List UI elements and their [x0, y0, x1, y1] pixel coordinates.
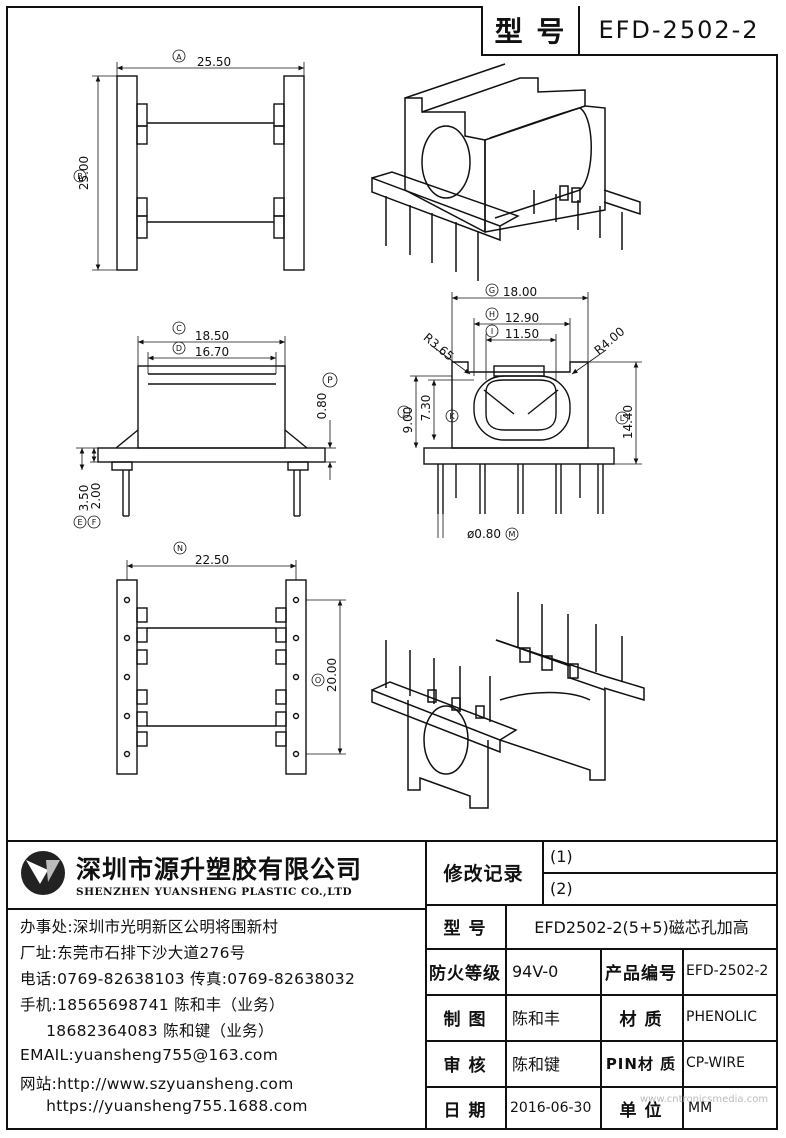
phone-fax: 电话:0769-82638103 传真:0769-82638032	[20, 970, 356, 988]
dim-d-value: 16.70	[195, 345, 229, 359]
dim-f-value: 2.00	[89, 483, 103, 510]
company-name-cn: 深圳市源升塑胶有限公司	[76, 855, 363, 884]
technical-drawing: A 25.50 25.00 B C 18.50 D 16.70 P 0.80 3…	[73, 49, 645, 809]
dim-n-value: 22.50	[195, 553, 229, 567]
product-no-label: 产品编号	[605, 963, 677, 984]
iso-view-top	[371, 63, 641, 281]
drawn-by-value: 陈和丰	[512, 1009, 561, 1028]
watermark: www.cntronicsmedia.com	[640, 1094, 769, 1105]
dim-a-tag: A	[176, 53, 182, 62]
dim-a-value: 25.50	[197, 55, 231, 69]
model-value-table: EFD2502-2(5+5)磁芯孔加高	[534, 918, 749, 937]
factory-address: 厂址:东莞市石排下沙大道276号	[20, 944, 246, 962]
revision-2: (2)	[550, 878, 573, 898]
model-label: 型 号	[494, 15, 567, 48]
dim-c-tag: C	[176, 324, 182, 333]
dim-i-tag: I	[491, 327, 493, 336]
pin-material-label: PIN材 质	[605, 1054, 677, 1073]
dim-g-value: 18.00	[503, 285, 537, 299]
revision-label: 修改记录	[443, 862, 524, 885]
email: EMAIL:yuansheng755@163.com	[20, 1046, 279, 1064]
model-value: EFD-2502-2	[598, 16, 760, 44]
model-label-table: 型 号	[443, 918, 487, 939]
revision-1: (1)	[550, 846, 573, 866]
dim-e-value: 3.50	[77, 485, 91, 512]
mobile-1: 手机:18565698741 陈和丰（业务）	[20, 996, 285, 1014]
dim-m-value: ø0.80	[467, 527, 501, 541]
company-logo	[21, 851, 65, 895]
dim-l-value: 14.40	[621, 405, 635, 439]
dim-o-value: 20.00	[325, 658, 339, 692]
dim-j-tag: J	[402, 408, 405, 417]
dim-l-tag: L	[620, 414, 625, 423]
dim-j-value: 9.00	[401, 407, 415, 434]
dim-b-tag: B	[77, 172, 83, 181]
front-view	[410, 292, 642, 538]
company-name-en: SHENZHEN YUANSHENG PLASTIC CO.,LTD	[76, 886, 353, 898]
material-label: 材 质	[619, 1009, 663, 1030]
fire-rating-value: 94V-0	[512, 961, 559, 981]
dim-f-tag: F	[92, 518, 97, 527]
unit-value: MM	[688, 1100, 713, 1116]
drawn-by-label: 制 图	[443, 1009, 487, 1030]
iso-view-bottom	[371, 592, 645, 809]
dim-p-value: 0.80	[315, 393, 329, 420]
dim-k-value: 7.30	[419, 395, 433, 422]
radius-right-label: R4.00	[591, 324, 627, 357]
side-view	[76, 336, 336, 517]
top-view	[92, 62, 305, 271]
date-value: 2016-06-30	[510, 1100, 592, 1116]
dim-g-tag: G	[489, 286, 495, 295]
dim-c-value: 18.50	[195, 329, 229, 343]
dim-h-tag: H	[489, 310, 495, 319]
material-value: PHENOLIC	[686, 1009, 758, 1025]
dim-m-tag: M	[509, 530, 516, 539]
radius-left-label: R3.65	[421, 330, 457, 363]
bottom-view	[116, 560, 346, 775]
dim-e-tag: E	[77, 518, 82, 527]
website-2[interactable]: https://yuansheng755.1688.com	[20, 1097, 308, 1115]
dim-i-value: 11.50	[505, 327, 539, 341]
fire-rating-label: 防火等级	[429, 963, 501, 984]
dim-d-tag: D	[176, 344, 182, 353]
checked-by-label: 审 核	[443, 1055, 487, 1076]
dim-p-tag: P	[327, 376, 333, 386]
product-no-value: EFD-2502-2	[686, 963, 769, 979]
mobile-2: 18682364083 陈和键（业务）	[20, 1022, 274, 1040]
dim-n-tag: N	[177, 544, 183, 553]
office-address: 办事处:深圳市光明新区公明将围新村	[20, 918, 279, 936]
checked-by-value: 陈和键	[512, 1055, 561, 1074]
title-block: 型 号 EFD-2502-2	[481, 6, 778, 56]
date-label: 日 期	[443, 1100, 487, 1121]
dim-h-value: 12.90	[505, 311, 539, 325]
unit-label: 单 位	[619, 1100, 663, 1121]
drawing-sheet	[6, 6, 778, 1130]
pin-material-value: CP-WIRE	[686, 1055, 745, 1071]
dim-k-tag: K	[449, 412, 455, 421]
website-1[interactable]: 网站:http://www.szyuansheng.com	[20, 1075, 294, 1093]
dim-o-tag: O	[315, 676, 321, 685]
